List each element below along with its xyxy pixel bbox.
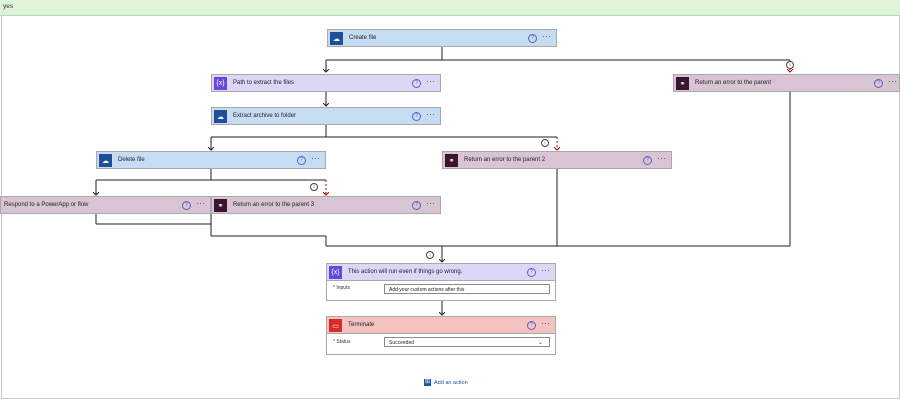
run-after-info-icon[interactable]: i: [541, 139, 549, 147]
card-title: Create file: [349, 35, 377, 41]
more-options-button[interactable]: ···: [196, 199, 206, 208]
flow-icon: ⚭: [445, 154, 458, 167]
more-options-button[interactable]: ···: [542, 32, 552, 41]
cloud-icon: ☁: [214, 110, 227, 123]
run-anyway-body: * Inputs Add your custom actions after t…: [326, 281, 556, 301]
flow-icon: ⚭: [676, 77, 689, 90]
more-options-button[interactable]: ···: [426, 77, 436, 86]
run-anyway-card[interactable]: {x} This action will run even if things …: [326, 263, 556, 281]
terminate-icon: ▭: [329, 319, 342, 332]
cloud-icon: ☁: [99, 154, 112, 167]
help-icon[interactable]: ?: [527, 268, 536, 277]
status-dropdown[interactable]: Succeeded ⌄: [384, 337, 550, 347]
add-action-label: Add an action: [434, 379, 468, 386]
help-icon[interactable]: ?: [412, 79, 421, 88]
card-title: This action will run even if things go w…: [348, 269, 463, 275]
help-icon[interactable]: ?: [297, 156, 306, 165]
chevron-down-icon: ⌄: [537, 340, 543, 346]
more-options-button[interactable]: ···: [311, 154, 321, 163]
help-icon[interactable]: ?: [528, 34, 537, 43]
card-title: Respond to a PowerApp or flow: [4, 202, 89, 208]
status-label: * Status: [333, 339, 351, 345]
card-title: Extract archive to folder: [233, 113, 297, 119]
terminate-card[interactable]: ▭ Terminate ? ···: [326, 316, 556, 334]
help-icon[interactable]: ?: [182, 201, 191, 210]
run-after-info-icon[interactable]: i: [426, 251, 434, 259]
run-after-info-icon[interactable]: i: [310, 183, 318, 191]
inputs-field[interactable]: Add your custom actions after this: [384, 284, 550, 294]
inputs-label: * Inputs: [333, 285, 350, 291]
more-options-button[interactable]: ···: [426, 199, 436, 208]
delete-file-card[interactable]: ☁ Delete file ? ···: [96, 151, 326, 169]
flow-icon: ⚭: [214, 199, 227, 212]
cloud-icon: ☁: [330, 32, 343, 45]
more-options-button[interactable]: ···: [657, 154, 667, 163]
add-action-button[interactable]: ⊞ Add an action: [424, 379, 468, 386]
more-options-button[interactable]: ···: [888, 77, 898, 86]
help-icon[interactable]: ?: [874, 79, 883, 88]
run-after-info-icon[interactable]: i: [786, 61, 794, 69]
return-error-parent-2-card[interactable]: ⚭ Return an error to the parent 2 ? ···: [442, 151, 672, 169]
help-icon[interactable]: ?: [412, 201, 421, 210]
help-icon[interactable]: ?: [643, 156, 652, 165]
terminate-body: * Status Succeeded ⌄: [326, 334, 556, 355]
scope-label: yes: [3, 3, 14, 10]
respond-to-powerapp-card[interactable]: Respond to a PowerApp or flow ? ···: [0, 196, 211, 214]
card-title: Terminate: [348, 322, 375, 328]
variable-icon: {x}: [214, 77, 227, 90]
card-title: Return an error to the parent 3: [233, 202, 315, 208]
scope-header[interactable]: yes: [0, 0, 900, 16]
card-title: Return an error to the parent: [695, 80, 772, 86]
return-error-parent-card[interactable]: ⚭ Return an error to the parent ? ···: [673, 74, 900, 92]
more-options-button[interactable]: ···: [426, 110, 436, 119]
card-title: Delete file: [118, 157, 145, 163]
status-value: Succeeded: [389, 340, 415, 346]
create-file-card[interactable]: ☁ Create file ? ···: [327, 29, 557, 47]
add-action-icon: ⊞: [424, 379, 431, 386]
variable-icon: {x}: [329, 266, 342, 279]
more-options-button[interactable]: ···: [541, 266, 551, 275]
help-icon[interactable]: ?: [527, 321, 536, 330]
card-title: Path to extract the files: [233, 80, 295, 86]
extract-archive-card[interactable]: ☁ Extract archive to folder ? ···: [211, 107, 441, 125]
more-options-button[interactable]: ···: [541, 319, 551, 328]
path-to-extract-card[interactable]: {x} Path to extract the files ? ···: [211, 74, 441, 92]
return-error-parent-3-card[interactable]: ⚭ Return an error to the parent 3 ? ···: [211, 196, 441, 214]
card-title: Return an error to the parent 2: [464, 157, 546, 163]
help-icon[interactable]: ?: [412, 112, 421, 121]
